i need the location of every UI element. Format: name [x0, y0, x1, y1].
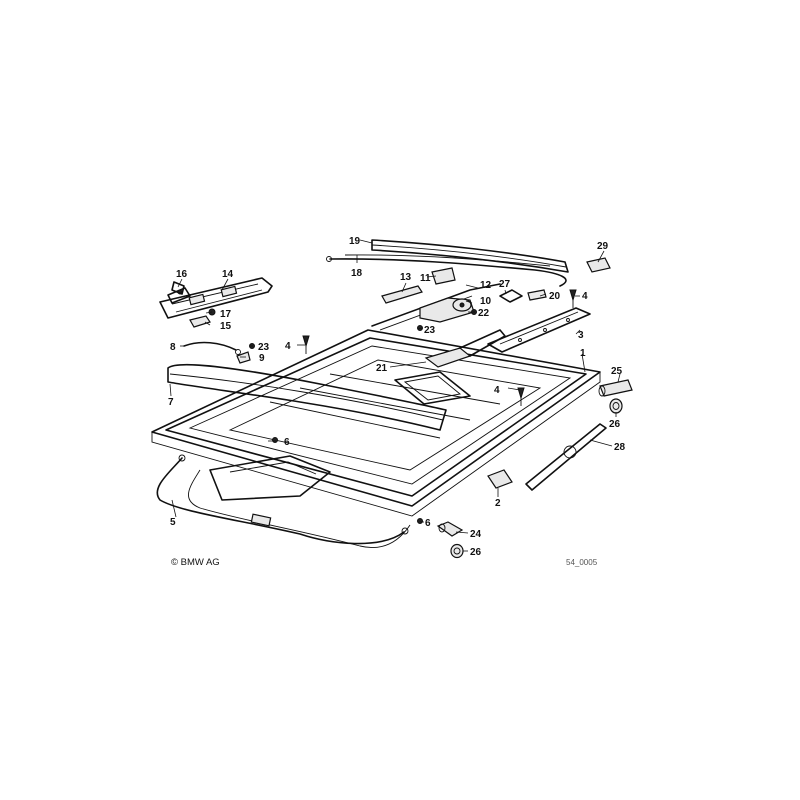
- buffer-20: [527, 289, 547, 301]
- callout-2: 2: [495, 498, 501, 509]
- callout-23-center: 23: [424, 325, 436, 336]
- cable-8: [183, 341, 241, 355]
- seal-frame-7: [167, 363, 447, 431]
- callout-1: 1: [580, 348, 586, 359]
- callout-6-lower: 6: [425, 518, 431, 529]
- callout-6-upper: 6: [284, 437, 290, 448]
- hose-28: [525, 423, 607, 491]
- callout-4-center: 4: [494, 385, 500, 396]
- callout-28: 28: [614, 442, 626, 453]
- screw-6-lower: [417, 518, 423, 524]
- callout-4-left: 4: [285, 341, 291, 352]
- copyright-label: © BMW AG: [171, 557, 220, 568]
- callout-3: 3: [578, 330, 584, 341]
- drain-tube-25: [598, 379, 633, 397]
- drive-cable-18: [326, 254, 567, 287]
- callout-23-left: 23: [258, 342, 270, 353]
- screw-6-upper: [272, 437, 278, 443]
- pin-4-right: [569, 289, 577, 308]
- callout-24: 24: [470, 529, 482, 540]
- seal-strip-19: [371, 239, 569, 273]
- callout-21: 21: [376, 363, 388, 374]
- callout-8: 8: [170, 342, 176, 353]
- slider-15: [189, 315, 211, 328]
- callout-26-lower: 26: [470, 547, 482, 558]
- bracket-16: [171, 281, 185, 295]
- callout-17: 17: [220, 309, 232, 320]
- pad-29: [586, 257, 611, 273]
- callout-20: 20: [549, 291, 561, 302]
- screw-9: [236, 351, 251, 364]
- pin-4-left: [302, 335, 310, 354]
- callout-22: 22: [478, 308, 490, 319]
- grommet-26-right: [609, 398, 623, 414]
- callout-29: 29: [597, 241, 609, 252]
- callout-9: 9: [259, 353, 265, 364]
- grommet-26-lower: [450, 543, 464, 559]
- callout-14: 14: [222, 269, 234, 280]
- guide-rail-assembly-14: [159, 277, 273, 319]
- callout-25: 25: [611, 366, 623, 377]
- callout-19: 19: [349, 236, 361, 247]
- callout-7: 7: [168, 397, 174, 408]
- sunroof-frame-1: [151, 329, 601, 517]
- deflector-3: [487, 307, 591, 353]
- callout-26-right: 26: [609, 419, 621, 430]
- bracket-2: [487, 469, 513, 489]
- callout-4-right: 4: [582, 291, 588, 302]
- lever-21: [424, 329, 506, 368]
- callout-18: 18: [351, 268, 363, 279]
- callout-27: 27: [499, 279, 511, 290]
- callout-11: 11: [420, 273, 431, 284]
- clip-11: [431, 267, 456, 285]
- callout-12: 12: [480, 280, 492, 291]
- callouts: 19 18 29 16 14 13 11 12 27 4 17 10 20 15…: [168, 236, 626, 558]
- bracket-27: [499, 289, 523, 303]
- pin-4-center: [517, 387, 525, 406]
- mounting-plate: [209, 455, 331, 501]
- diagram-code: 54_0005: [566, 558, 598, 567]
- callout-10: 10: [480, 296, 492, 307]
- callout-13: 13: [400, 272, 412, 283]
- cable-5: [156, 454, 411, 548]
- rail-piece-13: [381, 285, 423, 304]
- leader-lines: [169, 239, 621, 552]
- drain-tube-24: [436, 521, 464, 537]
- screw-23-center: [417, 325, 423, 331]
- callout-16: 16: [176, 269, 188, 280]
- drive-motor-10: [419, 297, 475, 323]
- callout-15: 15: [220, 321, 232, 332]
- callout-5: 5: [170, 517, 176, 528]
